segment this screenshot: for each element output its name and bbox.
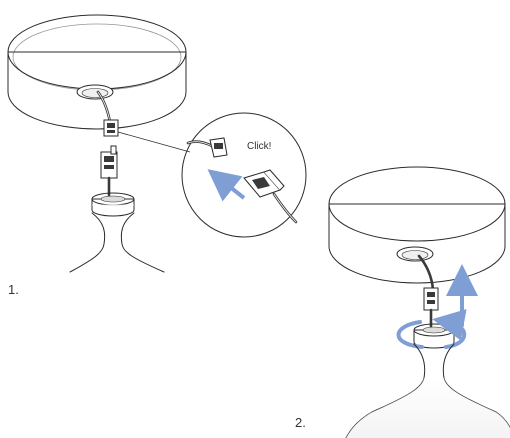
callout-female-connector	[209, 137, 228, 158]
lamp-connector-step1	[100, 145, 118, 197]
lamp-body-step1	[69, 212, 165, 273]
magnified-callout: Click!	[181, 112, 307, 238]
step-2-label: 2.	[295, 415, 306, 430]
ceiling-cord-step1	[96, 90, 112, 124]
step-2-illustration	[328, 166, 510, 438]
click-label: Click!	[247, 141, 271, 152]
ceiling-cord-step2	[417, 254, 435, 292]
insert-arrow	[207, 169, 246, 202]
step-1-illustration	[7, 14, 191, 273]
ceiling-canopy-step2	[328, 166, 506, 284]
lamp-fitting-step2	[413, 323, 455, 349]
callout-male-connector	[243, 169, 285, 198]
lamp-body-step2	[345, 343, 510, 438]
joined-connector-step2	[423, 287, 439, 328]
ceiling-connector-step1	[103, 119, 119, 137]
step-1-label: 1.	[8, 282, 19, 297]
callout-leader-line	[117, 131, 191, 153]
ceiling-canopy-step1	[7, 14, 187, 130]
lamp-fitting-step1	[91, 192, 135, 217]
